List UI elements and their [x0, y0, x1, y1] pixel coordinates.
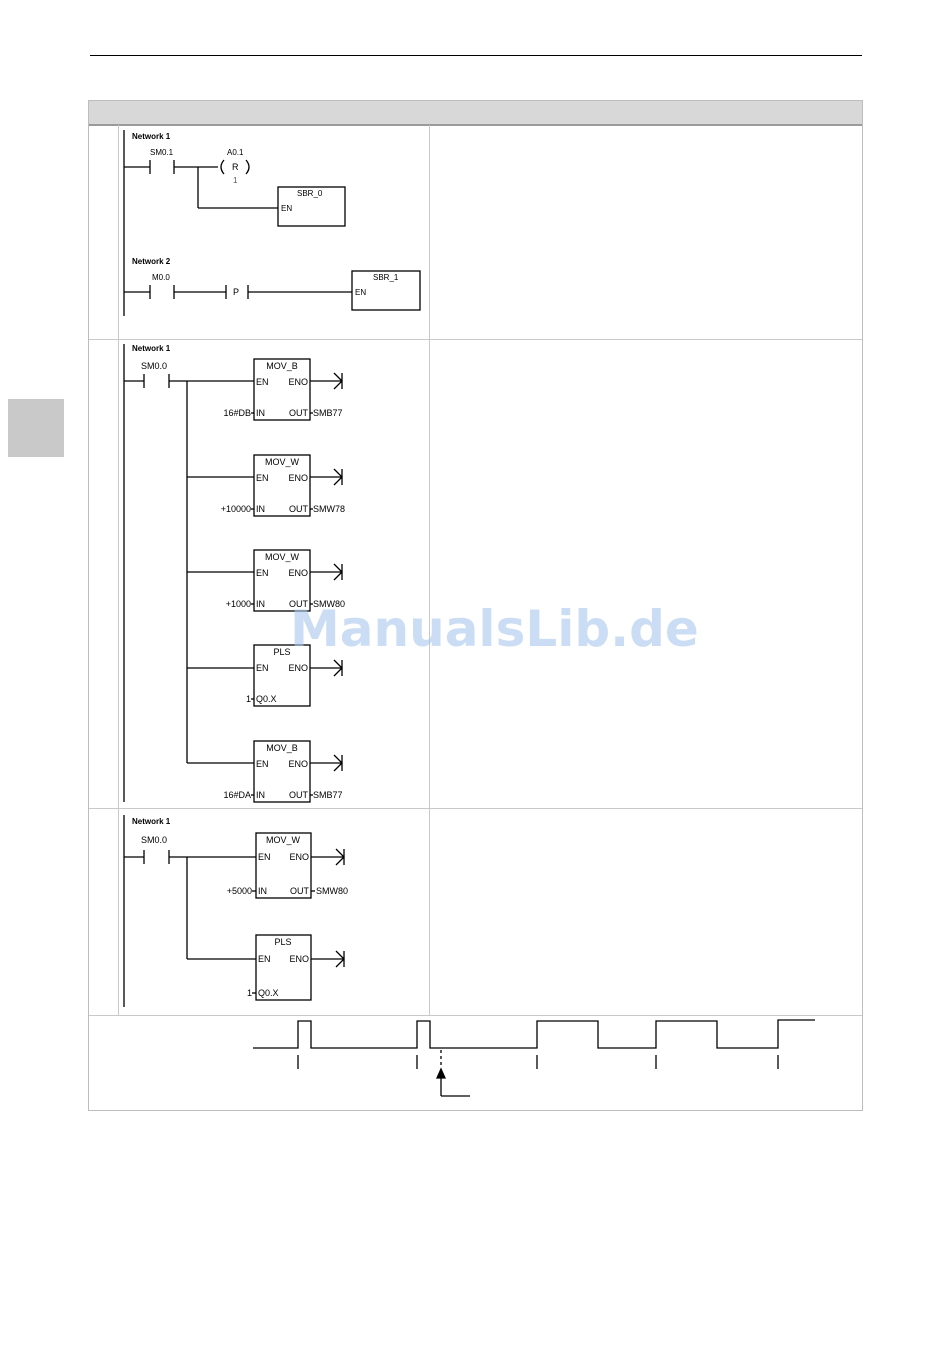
box-title: MOV_W: [266, 835, 301, 845]
coil-count: 1: [233, 176, 238, 185]
box-mov-w-2: MOV_W EN ENO IN OUT +1000 SMW80: [187, 549, 345, 612]
column-divider: [429, 125, 430, 1015]
pin-eno: ENO: [289, 852, 309, 862]
edge-label: P: [233, 287, 239, 297]
box-title: SBR_0: [297, 189, 323, 198]
pin-eno: ENO: [288, 663, 308, 673]
box-mov-w-3: MOV_W EN ENO IN OUT +5000 SMW80: [227, 832, 348, 899]
row2-ladder: Network 1 SM0.0 MOV_B EN ENO IN OUT 16#D…: [123, 344, 345, 803]
watermark: ManualsLib.de: [290, 600, 699, 658]
network-title: Network 2: [132, 257, 171, 266]
pin-out: OUT: [290, 886, 310, 896]
pin-out: OUT: [289, 790, 309, 800]
eno-arrow: [333, 659, 343, 677]
box-title: PLS: [274, 937, 291, 947]
sbr0-box: [277, 186, 346, 227]
in-value: +1000: [226, 599, 251, 609]
out-value: SMW80: [316, 886, 348, 896]
eno-arrow: [333, 563, 343, 581]
row-divider: [89, 808, 862, 809]
column-divider: [118, 125, 119, 1015]
in-value: 1: [246, 694, 251, 704]
eno-arrow: [335, 848, 345, 866]
pin-out: OUT: [289, 599, 309, 609]
eno-arrow: [333, 754, 343, 772]
box-pls-1: PLS EN ENO Q0.X 1: [187, 644, 343, 707]
pin-en: EN: [258, 954, 271, 964]
pin-eno: ENO: [288, 568, 308, 578]
box-title: MOV_B: [266, 361, 298, 371]
example-table: [88, 100, 863, 1111]
row1-ladder: Network 1 SM0.1 A0.1 R 1 SBR_0 EN Networ…: [123, 130, 421, 316]
box-title: MOV_B: [266, 743, 298, 753]
in-value: +5000: [227, 886, 252, 896]
pulse-waveform: [253, 1019, 815, 1049]
pin-out: OUT: [289, 408, 309, 418]
pin-en: EN: [256, 663, 269, 673]
pin-en: EN: [258, 852, 271, 862]
eno-arrow: [333, 372, 343, 390]
pulse-timing-diagram: [253, 1019, 815, 1097]
out-value: SMW80: [313, 599, 345, 609]
table-header: [89, 101, 862, 126]
box-mov-b-1: MOV_B EN ENO IN OUT 16#DB SMB77: [223, 358, 343, 421]
row3-ladder: Network 1 SM0.0 MOV_W EN ENO IN OUT +500…: [123, 815, 348, 1007]
network-title: Network 1: [132, 817, 171, 826]
pin-in: IN: [258, 886, 267, 896]
contact-label: SM0.1: [150, 148, 174, 157]
coil-address: A0.1: [227, 148, 244, 157]
pin-en: EN: [256, 759, 269, 769]
pin-in: IN: [256, 790, 265, 800]
sbr1-box: [351, 270, 421, 311]
arrow-head: [435, 1067, 447, 1079]
pin-en: EN: [256, 568, 269, 578]
in-value: 16#DA: [223, 790, 251, 800]
network-title: Network 1: [132, 132, 171, 141]
pin-en: EN: [256, 473, 269, 483]
pin-q0x: Q0.X: [258, 988, 279, 998]
pin-eno: ENO: [288, 377, 308, 387]
box-title: PLS: [273, 647, 290, 657]
contact-label: M0.0: [152, 273, 170, 282]
pin-eno: ENO: [288, 759, 308, 769]
top-rule: [90, 55, 862, 56]
row-divider: [89, 1015, 862, 1016]
pin-in: IN: [256, 599, 265, 609]
box-pls-2: PLS EN ENO Q0.X 1: [187, 934, 345, 1001]
network-title: Network 1: [132, 344, 171, 353]
coil-reset: [220, 159, 225, 175]
box-mov-b-2: MOV_B EN ENO IN OUT 16#DA SMB77: [187, 740, 343, 803]
pin-en: EN: [281, 204, 292, 213]
pin-q0x: Q0.X: [256, 694, 277, 704]
eno-arrow: [333, 468, 343, 486]
pin-en: EN: [355, 288, 366, 297]
pin-en: EN: [256, 377, 269, 387]
in-value: 16#DB: [223, 408, 251, 418]
box-title: MOV_W: [265, 552, 300, 562]
out-value: SMB77: [313, 408, 343, 418]
pin-in: IN: [256, 504, 265, 514]
pin-eno: ENO: [289, 954, 309, 964]
in-value: 1: [247, 988, 252, 998]
pin-in: IN: [256, 408, 265, 418]
contact-label: SM0.0: [141, 835, 167, 845]
box-title: SBR_1: [373, 273, 399, 282]
contact-label: SM0.0: [141, 361, 167, 371]
pin-out: OUT: [289, 504, 309, 514]
row-divider: [89, 339, 862, 340]
box-mov-w-1: MOV_W EN ENO IN OUT +10000 SMW78: [187, 454, 345, 517]
in-value: +10000: [221, 504, 251, 514]
chapter-tab: [8, 399, 64, 457]
eno-arrow: [335, 950, 345, 968]
pin-eno: ENO: [288, 473, 308, 483]
coil-type: R: [232, 162, 239, 172]
out-value: SMW78: [313, 504, 345, 514]
out-value: SMB77: [313, 790, 343, 800]
box-title: MOV_W: [265, 457, 300, 467]
